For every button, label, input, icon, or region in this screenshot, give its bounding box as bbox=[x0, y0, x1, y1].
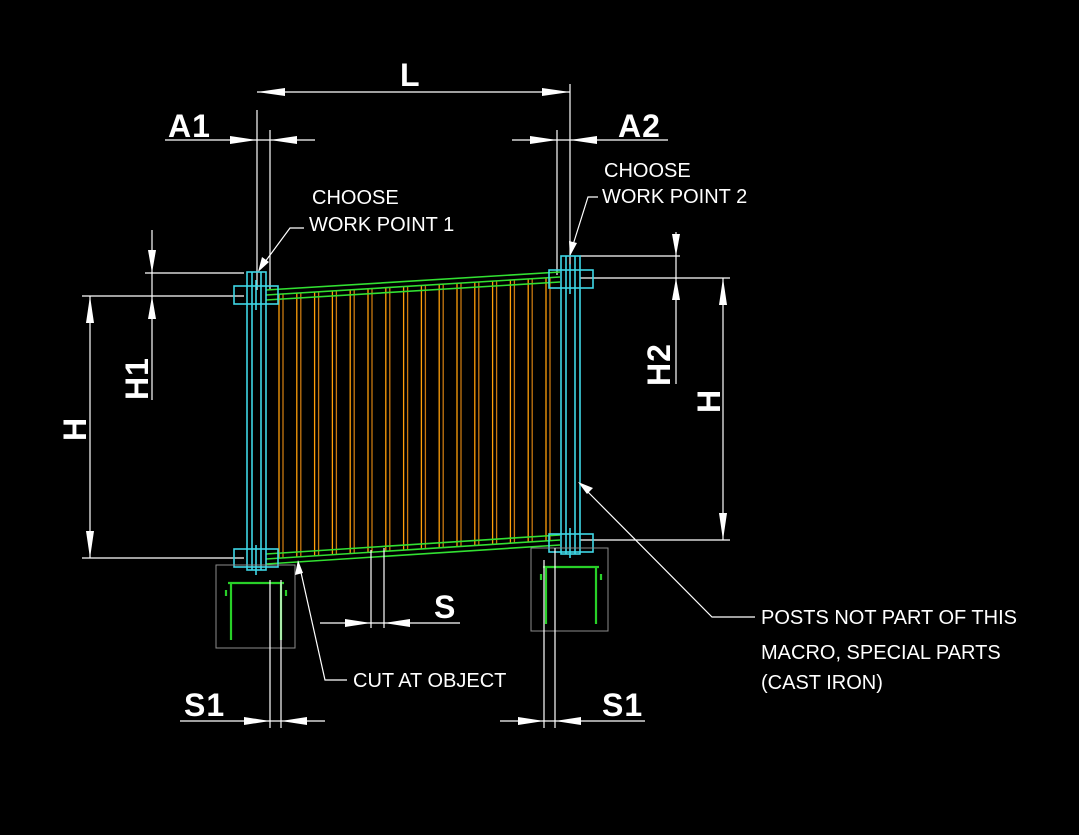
label-H-right: H bbox=[691, 389, 727, 413]
left-post bbox=[233, 271, 279, 575]
note-wp1-line1: CHOOSE bbox=[312, 187, 399, 209]
note-wp2-line1: CHOOSE bbox=[604, 160, 691, 182]
label-S1-left: S1 bbox=[184, 687, 225, 723]
label-A2: A2 bbox=[618, 108, 661, 144]
note-work-point-2: CHOOSE WORK POINT 2 bbox=[569, 160, 747, 256]
label-A1: A1 bbox=[168, 108, 211, 144]
note-posts-line1: POSTS NOT PART OF THIS bbox=[761, 607, 1017, 629]
note-work-point-1: CHOOSE WORK POINT 1 bbox=[258, 187, 454, 272]
label-H1: H1 bbox=[119, 357, 155, 400]
label-S1-right: S1 bbox=[602, 687, 643, 723]
dimension-H1: H1 bbox=[119, 230, 244, 400]
dimension-S1-left: S1 bbox=[180, 580, 325, 728]
left-base bbox=[215, 564, 296, 649]
label-L: L bbox=[400, 57, 421, 93]
dimension-S1-right: S1 bbox=[500, 548, 645, 728]
dimension-H2: H2 bbox=[580, 232, 730, 386]
label-S: S bbox=[434, 589, 456, 625]
dimension-S: S bbox=[320, 548, 460, 628]
bottom-rail bbox=[265, 534, 561, 565]
dimension-L: L bbox=[256, 57, 571, 290]
note-posts-line2: MACRO, SPECIAL PARTS bbox=[761, 642, 1001, 664]
note-posts: POSTS NOT PART OF THIS MACRO, SPECIAL PA… bbox=[578, 482, 1017, 694]
top-rail bbox=[265, 271, 561, 301]
label-H-left: H bbox=[57, 417, 93, 441]
note-wp2-line2: WORK POINT 2 bbox=[602, 186, 747, 208]
right-base bbox=[530, 547, 609, 632]
dimension-H-right: H bbox=[580, 278, 730, 541]
dimension-A2: A2 bbox=[512, 108, 668, 275]
dimension-A1: A1 bbox=[165, 108, 315, 290]
note-cut-text: CUT AT OBJECT bbox=[353, 670, 506, 692]
fence-bars bbox=[278, 277, 551, 559]
right-post bbox=[548, 255, 594, 558]
note-cut-at-object: CUT AT OBJECT bbox=[295, 560, 506, 692]
label-H2: H2 bbox=[641, 343, 677, 386]
note-wp1-line2: WORK POINT 1 bbox=[309, 214, 454, 236]
note-posts-line3: (CAST IRON) bbox=[761, 672, 883, 694]
dimension-H-left: H bbox=[57, 295, 244, 559]
